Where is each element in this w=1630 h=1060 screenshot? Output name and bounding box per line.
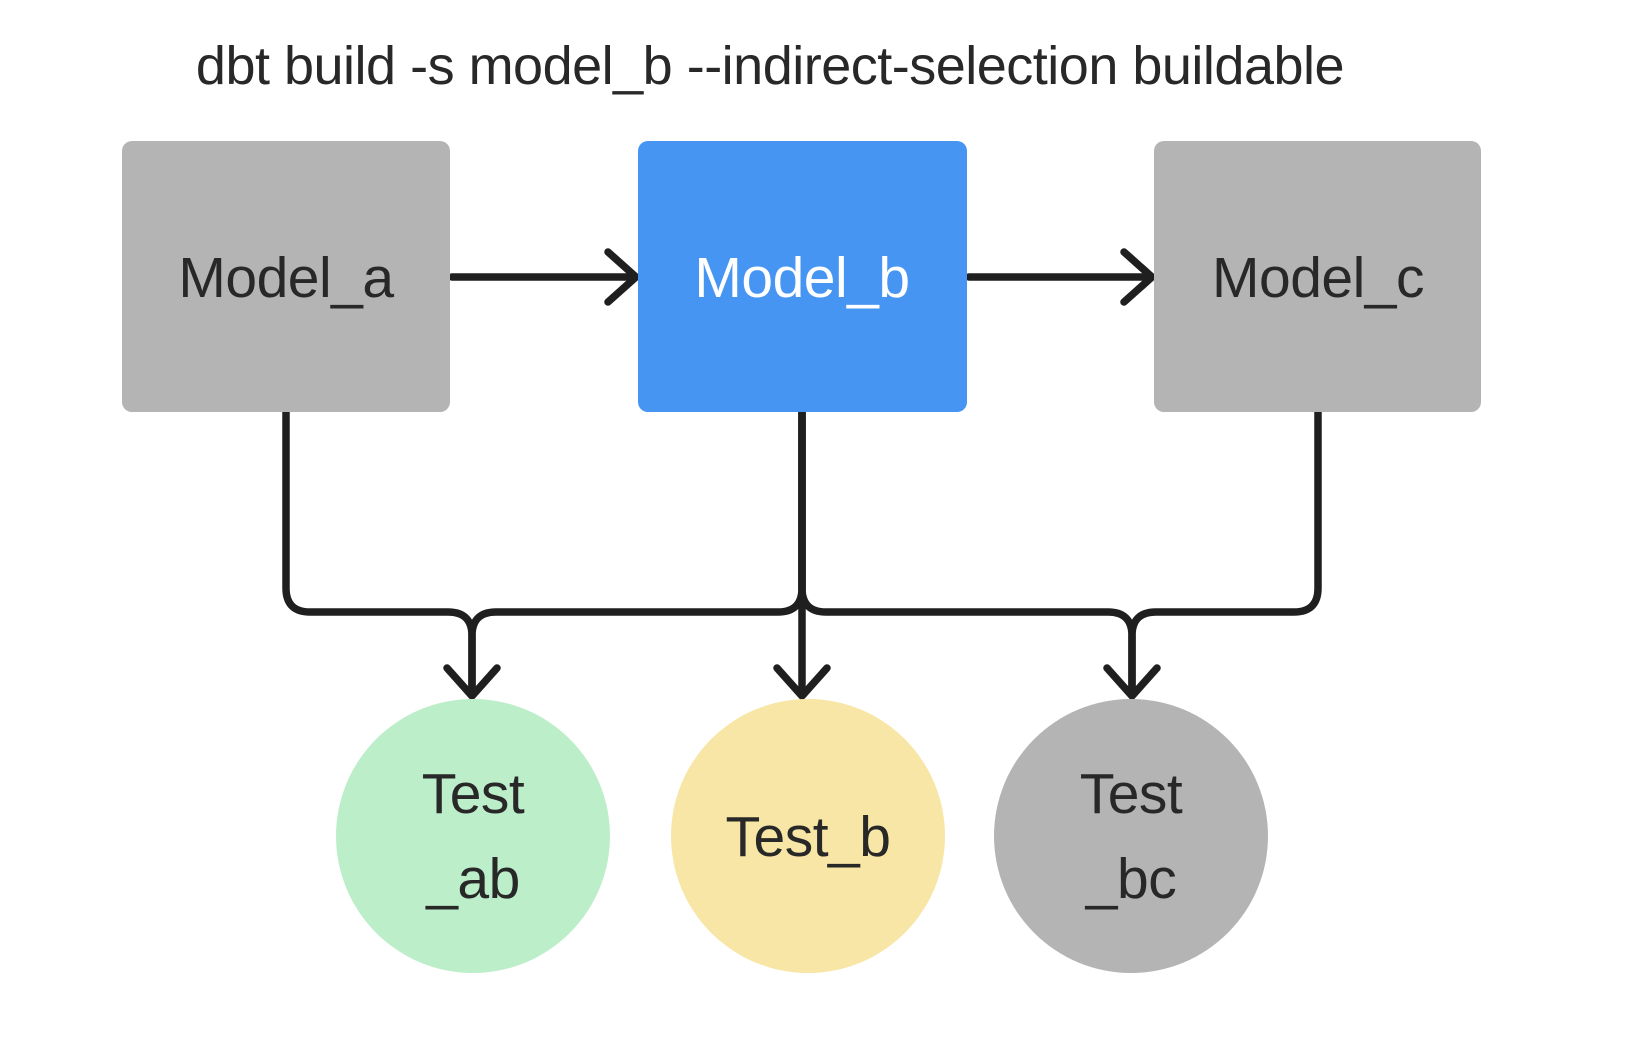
node-test-bc: Test _bc — [994, 699, 1268, 973]
node-model-b: Model_b — [638, 141, 967, 412]
arrowhead-model-c — [1120, 248, 1156, 306]
node-model-c: Model_c — [1154, 141, 1481, 412]
edge-model-c-to-test-bc — [1128, 408, 1322, 692]
node-test-b-circle — [671, 699, 945, 973]
node-test-b: Test_b — [671, 699, 945, 973]
arrowhead-model-b — [604, 248, 640, 306]
node-model-a-box — [122, 141, 450, 412]
node-model-a-label: Model_a — [178, 246, 394, 310]
node-test-bc-label-line2: _bc — [1085, 847, 1176, 911]
node-model-b-box — [638, 141, 967, 412]
node-model-b-label: Model_b — [694, 246, 909, 310]
diagram-title: dbt build -s model_b --indirect-selectio… — [196, 36, 1344, 96]
node-model-a: Model_a — [122, 141, 450, 412]
node-model-c-box — [1154, 141, 1481, 412]
edge-model-a-to-test-ab — [282, 408, 476, 692]
edge-model-b-to-test-ab — [468, 408, 806, 692]
node-test-ab-label-line2: _ab — [425, 847, 520, 911]
node-test-b-label: Test_b — [726, 805, 891, 869]
node-test-ab: Test _ab — [336, 699, 610, 973]
node-test-ab-circle — [336, 699, 610, 973]
node-test-bc-label-line1: Test — [1080, 762, 1183, 826]
edge-model-b-to-test-bc — [798, 408, 1136, 692]
arrowhead-test-ab — [443, 664, 501, 700]
arrowhead-test-b — [773, 664, 831, 700]
node-model-c-label: Model_c — [1212, 246, 1424, 310]
node-test-ab-label-line1: Test — [422, 762, 525, 826]
node-test-bc-circle — [994, 699, 1268, 973]
arrowhead-test-bc — [1103, 664, 1161, 700]
